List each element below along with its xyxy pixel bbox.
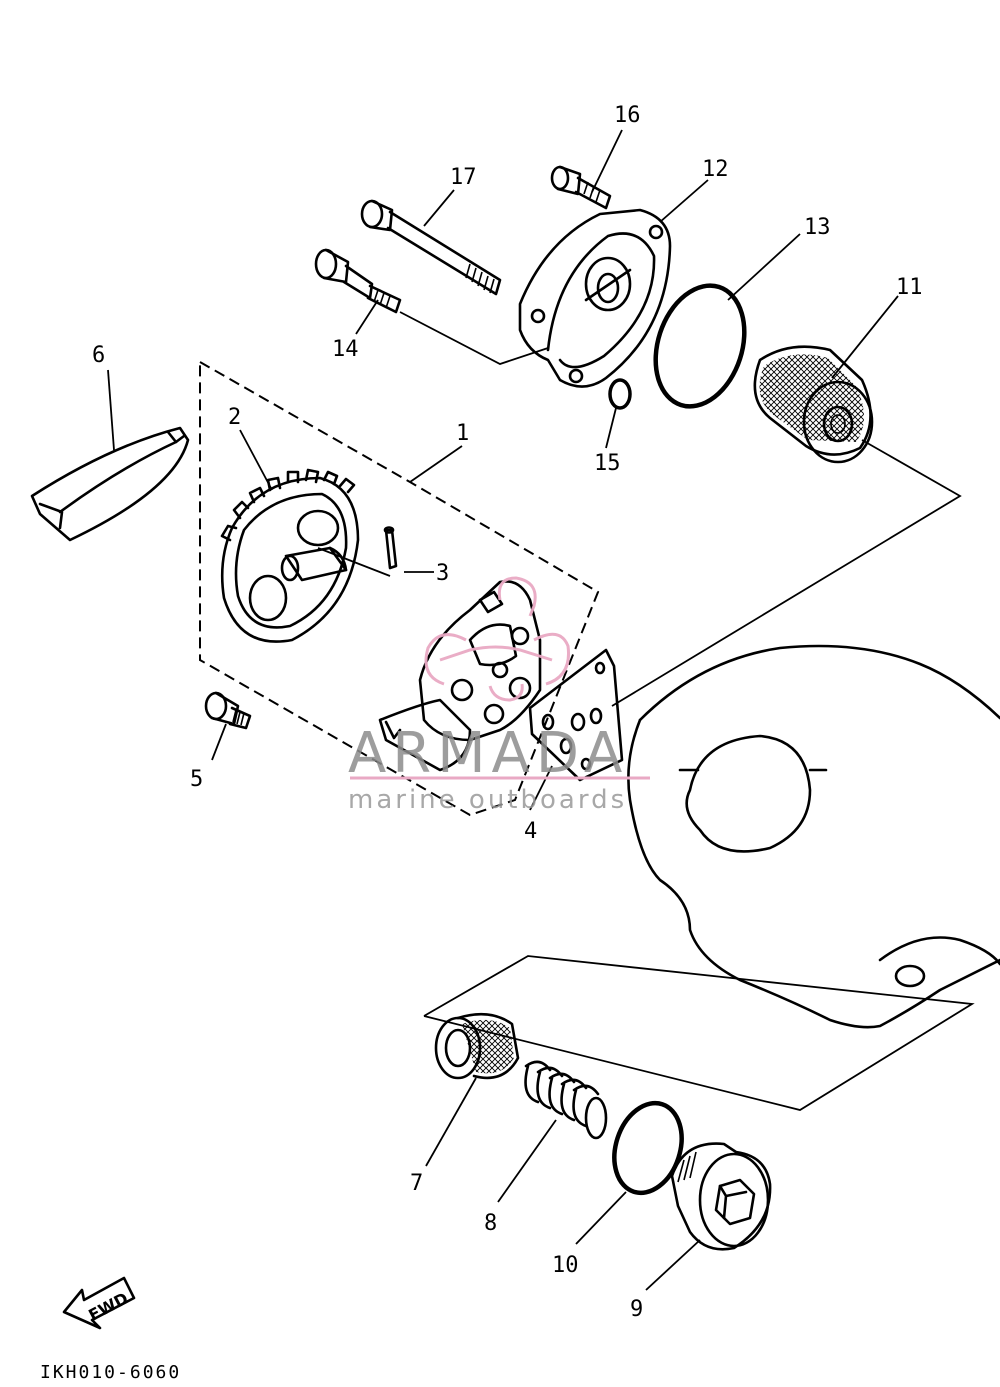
part-15-o-ring-small [608, 378, 632, 410]
part-12-filter-cover [518, 208, 672, 388]
callout-13: 13 [804, 215, 831, 240]
oil-pump-body [378, 580, 542, 772]
part-17-long-bolt [360, 199, 502, 296]
part-4-gasket [528, 648, 624, 782]
callout-10: 10 [552, 1253, 579, 1278]
strainer-group-boundary [423, 955, 975, 1111]
callout-9: 9 [630, 1297, 643, 1322]
callout-7: 7 [410, 1171, 423, 1196]
callout-15: 15 [594, 451, 621, 476]
part-3-dowel-pin [383, 526, 398, 570]
callout-14: 14 [332, 337, 359, 362]
part-10-o-ring [612, 1100, 684, 1196]
callout-5: 5 [190, 767, 203, 792]
callout-4: 4 [524, 819, 537, 844]
part-5-screw [204, 691, 252, 730]
callout-8: 8 [484, 1211, 497, 1236]
callout-2: 2 [228, 405, 241, 430]
part-14-bolt [314, 248, 402, 314]
crankcase-outline [627, 644, 1000, 1029]
part-6-guide-cover [30, 426, 190, 542]
callout-6: 6 [92, 343, 105, 368]
callout-1: 1 [456, 421, 469, 446]
armada-watermark: ARMADA marine outboards [348, 576, 650, 815]
callout-3: 3 [436, 561, 449, 586]
part-11-oil-filter-element [753, 345, 874, 464]
leader-lines [107, 129, 962, 1291]
callout-numbers: 1 2 3 4 5 6 7 8 9 10 11 12 13 14 15 16 1… [92, 103, 923, 1322]
part-8-spring [524, 1060, 608, 1140]
watermark-title: ARMADA [348, 721, 628, 786]
callout-16: 16 [614, 103, 641, 128]
part-7-strainer [434, 1012, 520, 1080]
watermark-logo-icon [424, 576, 571, 702]
callout-11: 11 [896, 275, 923, 300]
part-13-o-ring [653, 283, 747, 409]
forward-direction-arrow: FWD [62, 1276, 136, 1330]
fwd-label: FWD [85, 1289, 131, 1325]
callout-17: 17 [450, 165, 477, 190]
diagram-code: IKH010-6060 [40, 1362, 181, 1383]
watermark-subtitle: marine outboards [348, 785, 627, 815]
callout-12: 12 [702, 157, 729, 182]
part-9-drain-plug [670, 1142, 772, 1251]
